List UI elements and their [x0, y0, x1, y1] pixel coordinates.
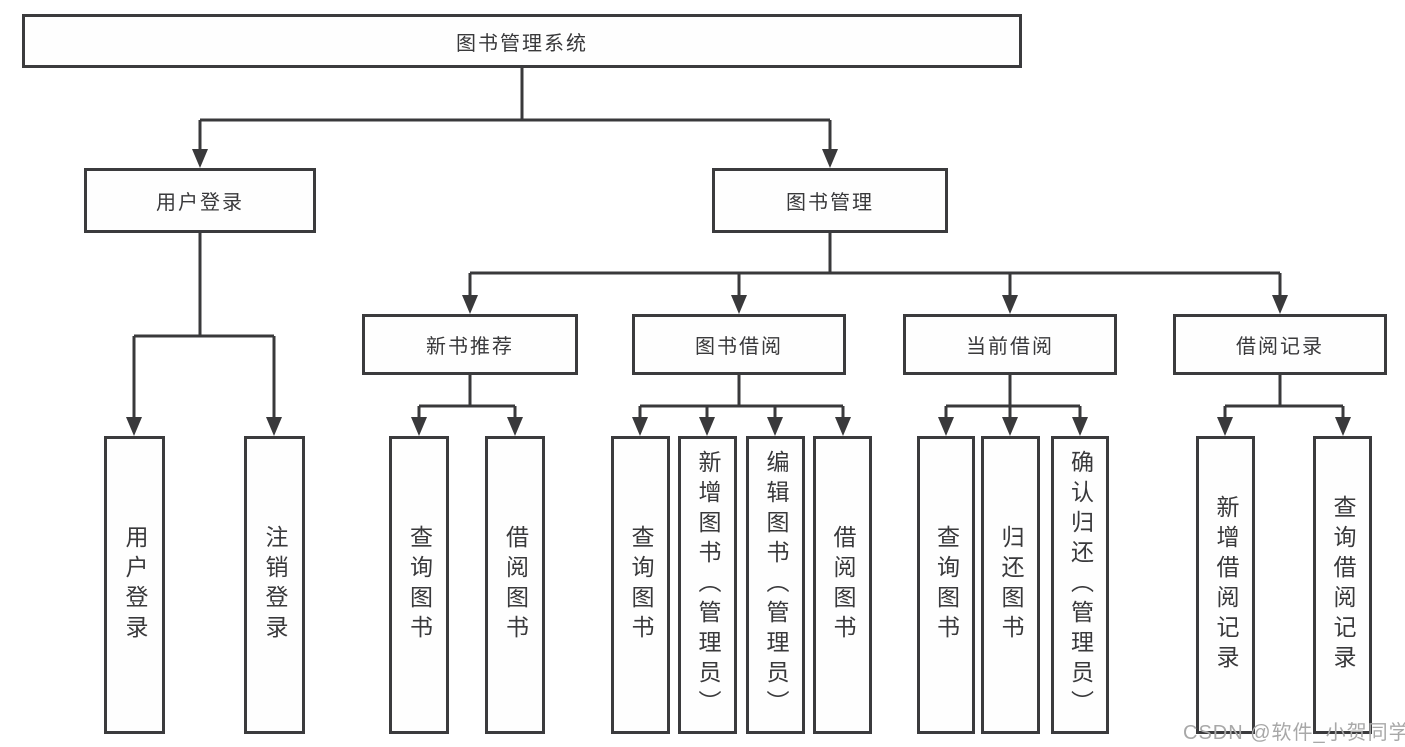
node-label: 图书借阅 [695, 336, 783, 358]
leaf-label: 用户登录 [122, 525, 148, 645]
arrowhead-icon [1072, 417, 1088, 436]
node-label: 图书管理系统 [456, 32, 588, 55]
arrowhead-icon [731, 295, 747, 314]
leaf-add-borrow-record: 新增借阅记录 [1196, 436, 1255, 734]
node-book-management: 图书管理 [712, 168, 948, 233]
leaf-logout: 注销登录 [244, 436, 305, 734]
tree-edges [132, 68, 1345, 421]
arrowhead-icon [835, 417, 851, 436]
leaf-label: 借阅图书 [502, 525, 529, 645]
node-new-book-recommend: 新书推荐 [362, 314, 578, 375]
leaf-label: 查询图书 [406, 525, 433, 645]
arrowhead-icon [699, 417, 715, 436]
leaf-label: 归还图书 [998, 525, 1024, 645]
leaf-confirm-return-admin: 确认归还（管理员） [1051, 436, 1109, 734]
leaf-edit-book-admin: 编辑图书（管理员） [746, 436, 805, 734]
node-label: 新书推荐 [426, 336, 514, 358]
leaf-label: 新增借阅记录 [1213, 495, 1239, 675]
leaf-label: 注销登录 [262, 525, 288, 645]
arrowhead-icon [822, 149, 838, 168]
leaf-label: 编辑图书（管理员） [763, 450, 789, 720]
leaf-borrow-books: 借阅图书 [813, 436, 872, 734]
arrowhead-icon [266, 417, 282, 436]
node-borrow-records: 借阅记录 [1173, 314, 1387, 375]
node-label: 当前借阅 [966, 336, 1054, 358]
arrowhead-icon [411, 417, 427, 436]
arrowhead-icon [632, 417, 648, 436]
arrowhead-icon [1002, 417, 1018, 436]
node-library-management-system: 图书管理系统 [22, 14, 1022, 68]
node-user-login: 用户登录 [84, 168, 316, 233]
arrowhead-icon [938, 417, 954, 436]
leaf-return-books: 归还图书 [981, 436, 1040, 734]
arrowhead-icon [1335, 417, 1351, 436]
node-book-borrow: 图书借阅 [632, 314, 846, 375]
leaf-query-books: 查询图书 [389, 436, 449, 734]
leaf-label: 新增图书（管理员） [695, 450, 721, 720]
leaf-query-borrow-record: 查询借阅记录 [1313, 436, 1372, 734]
arrowhead-icon [507, 417, 523, 436]
node-label: 借阅记录 [1236, 336, 1324, 358]
leaf-label: 查询图书 [933, 525, 960, 645]
leaf-borrow-books: 借阅图书 [485, 436, 545, 734]
arrowhead-icon [1272, 295, 1288, 314]
node-label: 用户登录 [156, 192, 244, 214]
leaf-add-book-admin: 新增图书（管理员） [678, 436, 737, 734]
arrowhead-icon [1002, 295, 1018, 314]
leaf-label: 借阅图书 [830, 525, 856, 645]
arrowhead-icon [767, 417, 783, 436]
arrowhead-icon [462, 295, 478, 314]
arrowhead-icon [192, 149, 208, 168]
node-label: 图书管理 [786, 192, 874, 214]
arrowhead-icon [126, 417, 142, 436]
leaf-user-login: 用户登录 [104, 436, 165, 734]
leaf-label: 查询借阅记录 [1330, 495, 1356, 675]
csdn-watermark: CSDN @软件_小贺同学 [1183, 722, 1405, 744]
node-current-borrow: 当前借阅 [903, 314, 1117, 375]
leaf-label: 确认归还（管理员） [1067, 450, 1094, 720]
leaf-label: 查询图书 [628, 525, 654, 645]
leaf-query-books: 查询图书 [917, 436, 975, 734]
leaf-query-books: 查询图书 [611, 436, 670, 734]
arrowhead-icon [1217, 417, 1233, 436]
